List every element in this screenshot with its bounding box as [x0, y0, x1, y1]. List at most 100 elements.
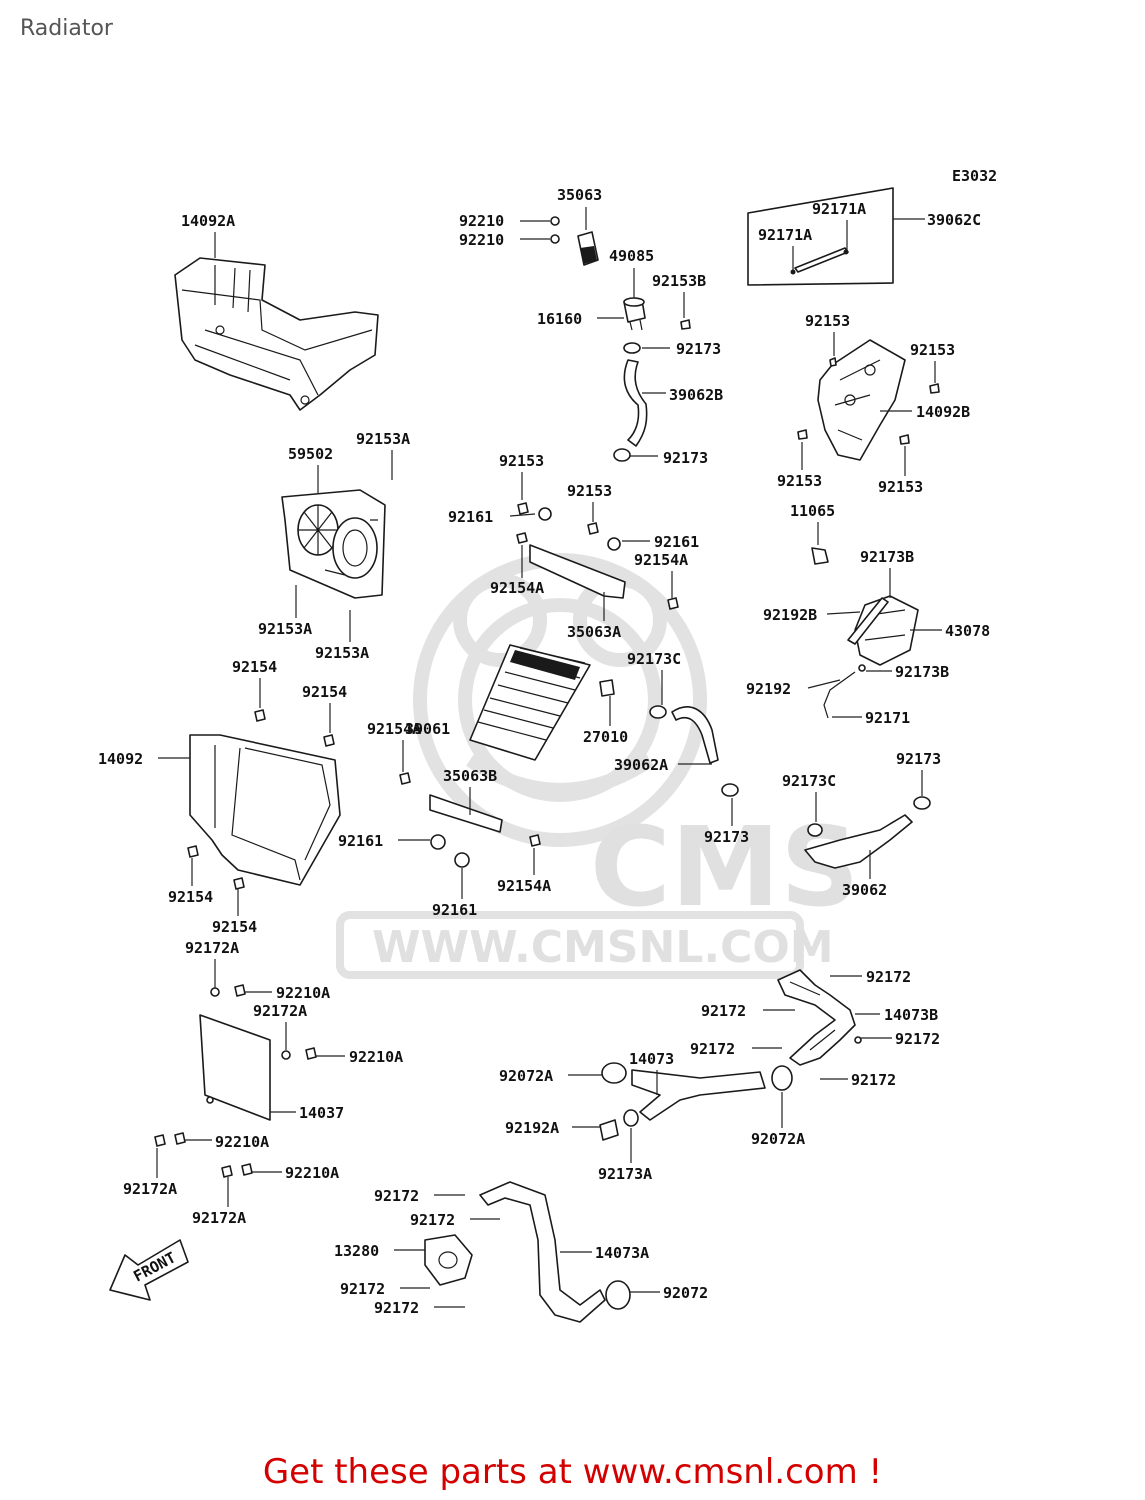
part-number-label[interactable]: 92210A	[276, 984, 330, 1002]
part-number-label[interactable]: 39062C	[927, 211, 981, 229]
part-number-label[interactable]: 92172A	[192, 1209, 246, 1227]
part-number-label[interactable]: 92153A	[315, 644, 369, 662]
part-number-label[interactable]: 92154	[302, 683, 347, 701]
part-number-label[interactable]: 92153	[910, 341, 955, 359]
part-number-label[interactable]: 92161	[338, 832, 383, 850]
part-number-label[interactable]: 92171	[865, 709, 910, 727]
part-number-label[interactable]: 92072A	[751, 1130, 805, 1148]
part-number-label[interactable]: 39062	[842, 881, 887, 899]
part-number-label[interactable]: 92154A	[634, 551, 688, 569]
part-number-label[interactable]: 92154	[168, 888, 213, 906]
front-arrow: FRONT	[109, 1239, 189, 1301]
part-number-label[interactable]: 14037	[299, 1104, 344, 1122]
part-number-label[interactable]: 11065	[790, 502, 835, 520]
part-number-label[interactable]: 92153A	[258, 620, 312, 638]
part-number-label[interactable]: 92192A	[505, 1119, 559, 1137]
part-number-label[interactable]: 49085	[609, 247, 654, 265]
part-number-label[interactable]: 14092B	[916, 403, 970, 421]
part-number-label[interactable]: 92172	[340, 1280, 385, 1298]
part-number-label[interactable]: 92210A	[349, 1048, 403, 1066]
hose-39062C-drawing	[747, 187, 894, 286]
part-number-label[interactable]: 92154A	[367, 720, 421, 738]
part-number-label[interactable]: 92172	[701, 1002, 746, 1020]
part-number-label[interactable]: 92172A	[253, 1002, 307, 1020]
part-number-label[interactable]: 92173C	[782, 772, 836, 790]
part-number-label[interactable]: 92172	[690, 1040, 735, 1058]
part-number-label[interactable]: 92161	[432, 901, 477, 919]
part-number-label[interactable]: 92153	[567, 482, 612, 500]
page-title: Radiator	[20, 16, 113, 41]
part-number-label[interactable]: 92172A	[185, 939, 239, 957]
part-number-label[interactable]: 92153	[878, 478, 923, 496]
part-number-label[interactable]: 35063B	[443, 767, 497, 785]
part-number-label[interactable]: 92154	[232, 658, 277, 676]
leader-line	[826, 611, 861, 615]
part-number-label[interactable]: 14092	[98, 750, 143, 768]
part-number-label[interactable]: 92172	[851, 1071, 896, 1089]
part-number-label[interactable]: 92192	[746, 680, 791, 698]
panel-14037-drawing	[154, 984, 317, 1178]
part-number-label[interactable]: 14092A	[181, 212, 235, 230]
part-number-label[interactable]: 92173B	[895, 663, 949, 681]
shroud-14092-drawing	[187, 709, 341, 890]
hose-39062-drawing	[804, 796, 931, 869]
part-number-label[interactable]: 92192B	[763, 606, 817, 624]
part-number-label[interactable]: 92172	[410, 1211, 455, 1229]
part-number-label[interactable]: 39062B	[669, 386, 723, 404]
part-number-label[interactable]: 92210A	[285, 1164, 339, 1182]
part-number-label[interactable]: 16160	[537, 310, 582, 328]
part-number-label[interactable]: 92154A	[490, 579, 544, 597]
part-number-label[interactable]: 92173A	[598, 1165, 652, 1183]
part-number-label[interactable]: 92154A	[497, 877, 551, 895]
part-number-label[interactable]: 92171A	[758, 226, 812, 244]
part-number-label[interactable]: 92172	[374, 1299, 419, 1317]
parts-diagram: CMS WWW.CMSNL.COM E3032	[98, 167, 997, 1323]
part-number-label[interactable]: 92173	[896, 750, 941, 768]
part-number-label[interactable]: 14073A	[595, 1244, 649, 1262]
hose-39062B-drawing	[613, 342, 648, 462]
part-number-label[interactable]: 92172	[374, 1187, 419, 1205]
hose-39062A-drawing	[649, 705, 739, 797]
part-number-label[interactable]: 35063A	[567, 623, 621, 641]
part-number-label[interactable]: 14073B	[884, 1006, 938, 1024]
bracket-35063B-drawing	[399, 772, 541, 868]
part-number-label[interactable]: 92173B	[860, 548, 914, 566]
pipe-14073B-drawing	[777, 969, 862, 1066]
watermark-url: WWW.CMSNL.COM	[372, 922, 834, 973]
part-number-label[interactable]: 92173	[676, 340, 721, 358]
part-number-label[interactable]: 43078	[945, 622, 990, 640]
part-number-label[interactable]: 92173	[663, 449, 708, 467]
part-number-label[interactable]: 92172	[866, 968, 911, 986]
part-number-label[interactable]: 92153	[499, 452, 544, 470]
part-number-label[interactable]: 92153	[777, 472, 822, 490]
part-number-label[interactable]: 92161	[654, 533, 699, 551]
reservoir-tank-drawing	[811, 547, 919, 719]
part-number-label[interactable]: 39062A	[614, 756, 668, 774]
part-number-label[interactable]: 14073	[629, 1050, 674, 1068]
part-number-label[interactable]: 92172A	[123, 1180, 177, 1198]
part-number-label[interactable]: 27010	[583, 728, 628, 746]
part-number-label[interactable]: 39061	[405, 720, 450, 738]
footer-link[interactable]: Get these parts at www.cmsnl.com !	[262, 1452, 883, 1492]
part-number-label[interactable]: 92210	[459, 231, 504, 249]
part-number-label[interactable]: 13280	[334, 1242, 379, 1260]
part-number-label[interactable]: 92072A	[499, 1067, 553, 1085]
part-number-label[interactable]: 92154	[212, 918, 257, 936]
part-number-label[interactable]: 35063	[557, 186, 602, 204]
part-number-label[interactable]: 59502	[288, 445, 333, 463]
part-number-label[interactable]: 92172	[895, 1030, 940, 1048]
part-number-label[interactable]: 92173C	[627, 650, 681, 668]
part-number-label[interactable]: 92210	[459, 212, 504, 230]
fan-assembly-drawing	[281, 489, 386, 599]
part-number-label[interactable]: 92173	[704, 828, 749, 846]
radiator-cover-top-drawing	[174, 257, 379, 411]
part-number-label[interactable]: 92153B	[652, 272, 706, 290]
part-number-label[interactable]: 92153A	[356, 430, 410, 448]
leader-line	[509, 513, 536, 517]
part-number-label[interactable]: 92072	[663, 1284, 708, 1302]
part-number-label[interactable]: 92161	[448, 508, 493, 526]
part-number-label[interactable]: 92153	[805, 312, 850, 330]
part-number-label[interactable]: 92210A	[215, 1133, 269, 1151]
part-number-label[interactable]: 92171A	[812, 200, 866, 218]
